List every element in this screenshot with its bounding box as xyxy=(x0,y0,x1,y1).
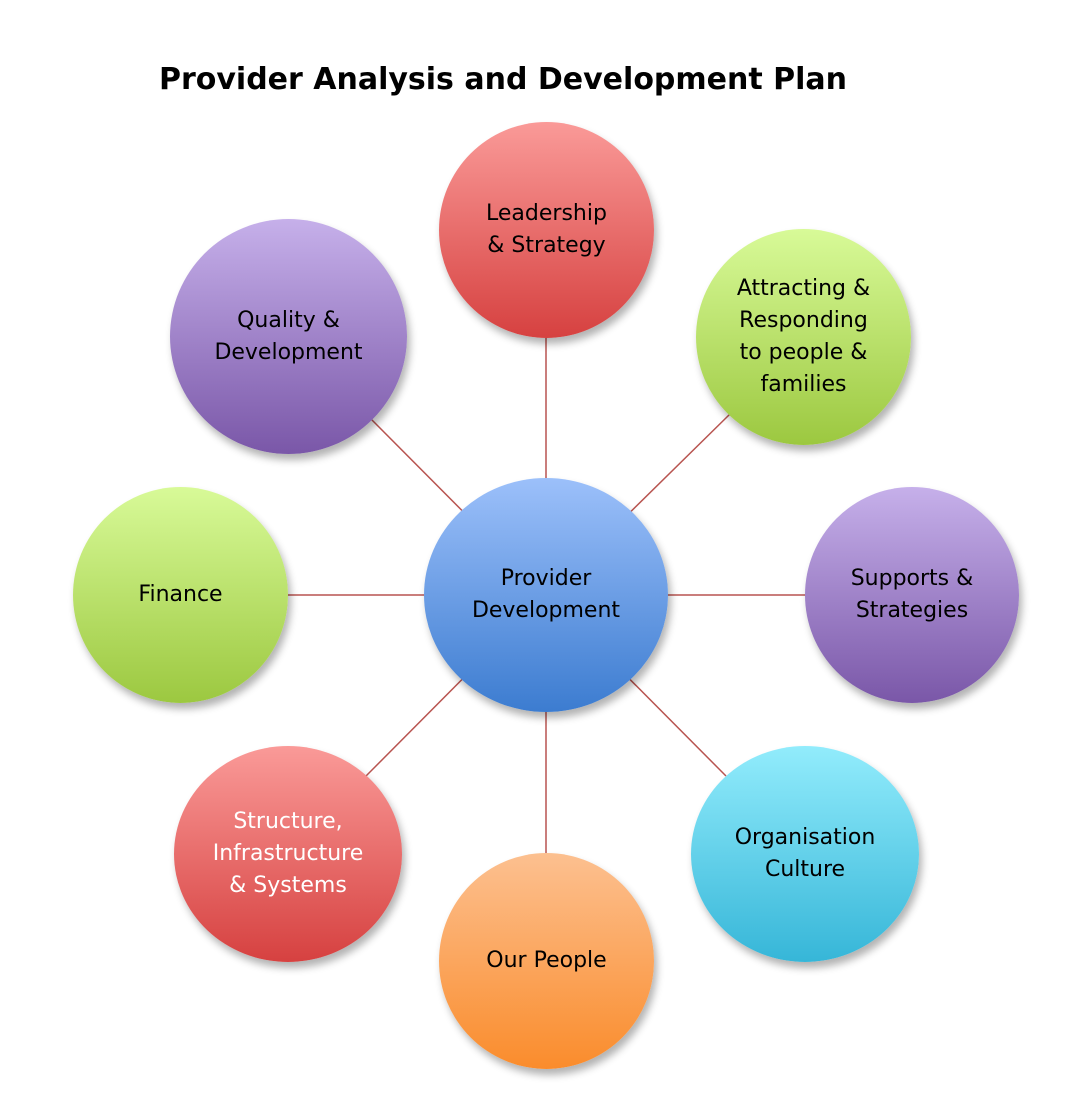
node-supports-strategies: Supports & Strategies xyxy=(805,487,1019,703)
diagram-title: Provider Analysis and Development Plan xyxy=(158,62,848,97)
node-quality-development: Quality & Development xyxy=(170,219,407,454)
node-label: Leadership & Strategy xyxy=(486,201,607,258)
node-label: Our People xyxy=(486,948,607,973)
center-node-provider-development: Provider Development xyxy=(424,478,668,712)
node-structure-infrastructure-systems: Structure, Infrastructure & Systems xyxy=(174,746,402,962)
node-label: Quality & Development xyxy=(214,307,363,365)
center-node-label: Provider Development xyxy=(471,566,621,623)
node-label: Supports & Strategies xyxy=(850,566,974,623)
node-leadership-strategy: Leadership & Strategy xyxy=(439,122,654,338)
node-label: Attracting & Responding to people & fami… xyxy=(736,276,871,397)
node-attracting-responding: Attracting & Responding to people & fami… xyxy=(696,229,911,445)
node-label: Organisation Culture xyxy=(734,825,876,882)
node-organisation-culture: Organisation Culture xyxy=(691,746,919,962)
node-label: Finance xyxy=(138,582,223,607)
node-label: Structure, Infrastructure & Systems xyxy=(212,809,364,898)
node-finance: Finance xyxy=(73,487,288,703)
node-our-people: Our People xyxy=(439,853,654,1069)
